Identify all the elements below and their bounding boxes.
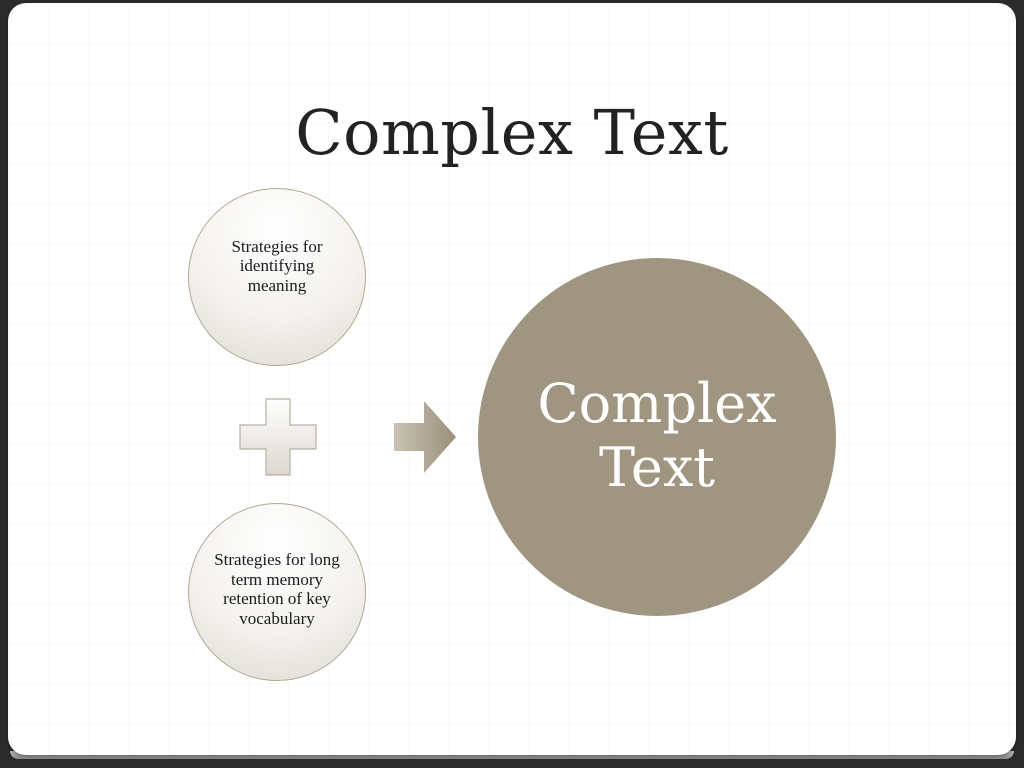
plus-icon: [239, 398, 317, 476]
result-circle: Complex Text: [478, 258, 836, 616]
circle-label: Strategies for long term memory retentio…: [214, 550, 340, 628]
input-circle-identifying-meaning: Strategies for identifying meaning: [188, 188, 366, 366]
slide-title: Complex Text: [295, 96, 729, 169]
result-label-line2: Text: [599, 436, 715, 499]
result-label-line1: Complex: [537, 372, 777, 435]
result-label: Complex Text: [507, 372, 807, 500]
slide-shadow: [10, 751, 1014, 759]
input-circle-vocabulary-retention: Strategies for long term memory retentio…: [188, 503, 366, 681]
slide: Complex Text Strategies for identifying …: [8, 3, 1016, 755]
circle-label: Strategies for identifying meaning: [231, 236, 323, 295]
arrow-right-icon: [394, 401, 456, 473]
